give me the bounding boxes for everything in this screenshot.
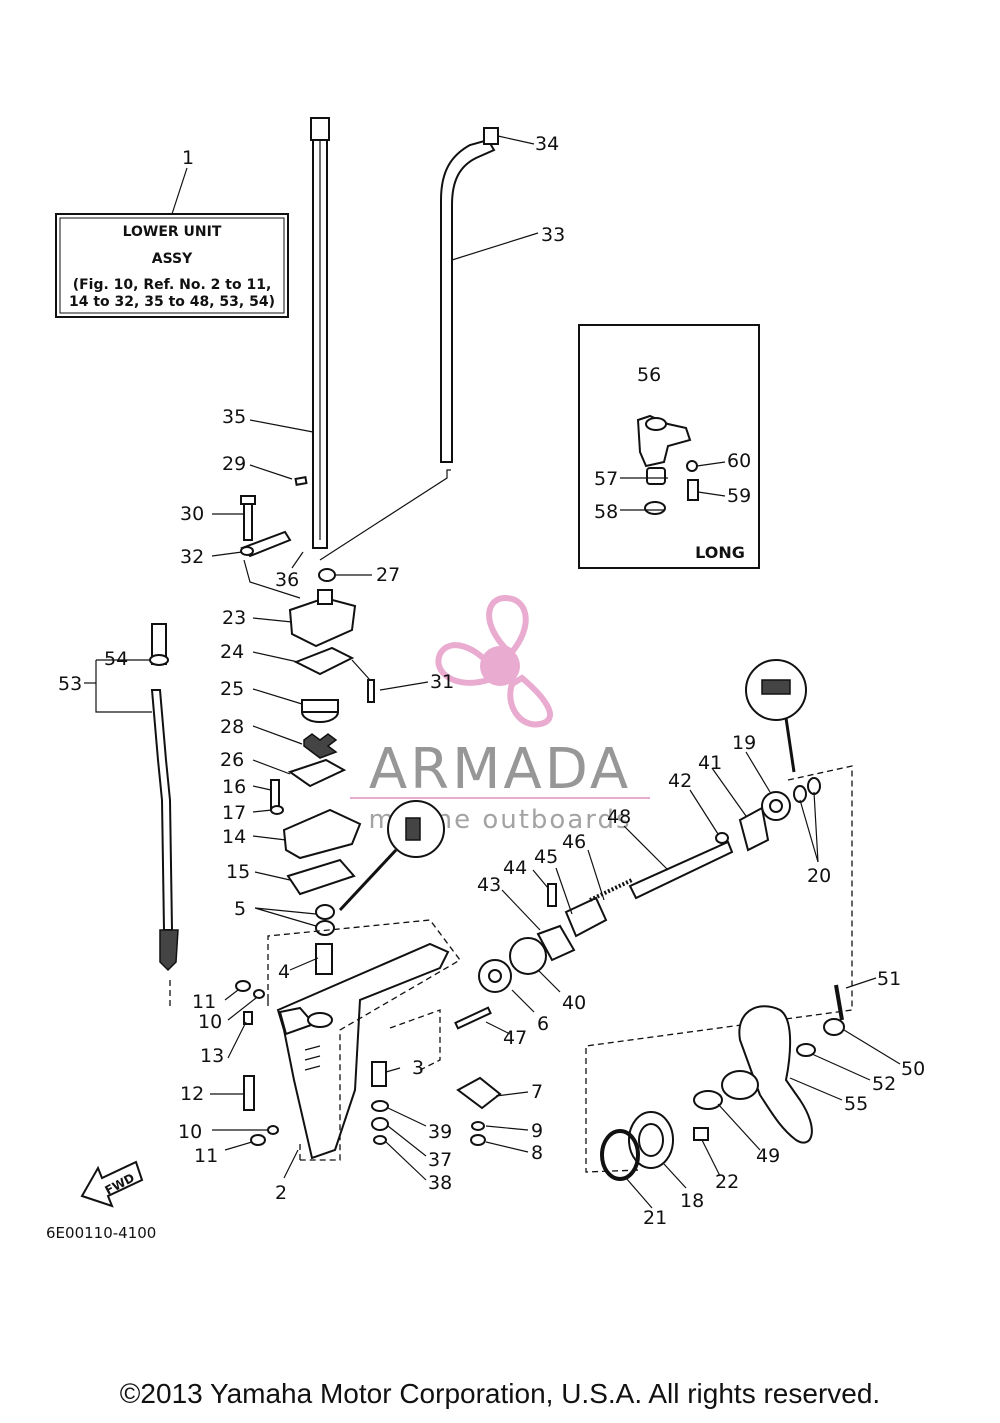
long-version-inset: LONG: [578, 324, 760, 569]
part-label-3: 3: [412, 1057, 424, 1079]
part-label-38: 38: [428, 1172, 452, 1194]
seal-detail-circle: [338, 800, 445, 912]
part-label-53: 53: [58, 673, 82, 695]
part-label-47: 47: [503, 1027, 527, 1049]
propeller-group: [600, 984, 845, 1181]
part-label-19: 19: [732, 732, 756, 754]
part-label-49: 49: [756, 1145, 780, 1167]
fwd-arrow-icon: FWD: [80, 1160, 144, 1208]
armada-watermark: ARMADA marine outboards: [350, 594, 650, 835]
part-label-52: 52: [872, 1073, 896, 1095]
part-label-60: 60: [727, 450, 751, 472]
water-pump-stack: [240, 476, 375, 975]
part-label-39: 39: [428, 1121, 452, 1143]
propeller-logo-icon: [435, 594, 553, 728]
part-label-23: 23: [222, 607, 246, 629]
part-label-7: 7: [531, 1081, 543, 1103]
part-label-36: 36: [275, 569, 299, 591]
lower-unit-assy-callout: LOWER UNIT ASSY (Fig. 10, Ref. No. 2 to …: [55, 147, 289, 318]
part-label-13: 13: [200, 1045, 224, 1067]
part-label-12: 12: [180, 1083, 204, 1105]
part-label-45: 45: [534, 846, 558, 868]
part-label-54: 54: [104, 648, 128, 670]
part-label-26: 26: [220, 749, 244, 771]
part-label-40: 40: [562, 992, 586, 1014]
part-label-50: 50: [901, 1058, 925, 1080]
part-label-42: 42: [668, 770, 692, 792]
part-label-56: 56: [637, 364, 661, 386]
part-label-1: 1: [182, 147, 194, 169]
lower-case-housing: [267, 919, 461, 1161]
watermark-brand: ARMADA: [369, 737, 631, 802]
part-label-11-lower: 11: [194, 1145, 218, 1167]
part-label-10-lower: 10: [178, 1121, 202, 1143]
part-label-24: 24: [220, 641, 244, 663]
part-label-27: 27: [376, 564, 400, 586]
part-label-41: 41: [698, 752, 722, 774]
part-label-29: 29: [222, 453, 246, 475]
part-label-16: 16: [222, 776, 246, 798]
part-label-51: 51: [877, 968, 901, 990]
callout-title-1: LOWER UNIT: [123, 224, 222, 240]
part-label-9: 9: [531, 1120, 543, 1142]
part-label-4: 4: [278, 961, 290, 983]
part-label-55: 55: [844, 1093, 868, 1115]
part-label-21: 21: [643, 1207, 667, 1229]
part-number-labels: 34 33 35 29 30 32 36 27 23 24 31 25 28 2…: [58, 133, 925, 1229]
part-label-5: 5: [234, 898, 246, 920]
diagram-code: 6E00110-4100: [46, 1224, 156, 1242]
part-label-43: 43: [477, 874, 501, 896]
callout-note-1: (Fig. 10, Ref. No. 2 to 11,: [73, 277, 272, 293]
leader-lines: [210, 135, 901, 1209]
water-tube: [84, 623, 179, 1006]
part-label-10-upper: 10: [198, 1011, 222, 1033]
callout-title-2: ASSY: [152, 251, 193, 267]
part-label-31: 31: [430, 671, 454, 693]
part-label-32: 32: [180, 546, 204, 568]
part-label-6: 6: [537, 1013, 549, 1035]
part-label-44: 44: [503, 857, 527, 879]
part-label-25: 25: [220, 678, 244, 700]
part-label-37: 37: [428, 1149, 452, 1171]
part-label-8: 8: [531, 1142, 543, 1164]
part-label-17: 17: [222, 802, 246, 824]
propeller-shaft-assembly: [454, 659, 853, 1173]
part-label-57: 57: [594, 468, 618, 490]
part-label-59: 59: [727, 485, 751, 507]
part-label-22: 22: [715, 1171, 739, 1193]
part-label-18: 18: [680, 1190, 704, 1212]
callout-note-2: 14 to 32, 35 to 48, 53, 54): [69, 294, 275, 310]
part-label-48: 48: [607, 806, 631, 828]
part-label-35: 35: [222, 406, 246, 428]
part-label-28: 28: [220, 716, 244, 738]
copyright-notice: ©2013 Yamaha Motor Corporation, U.S.A. A…: [119, 1378, 881, 1409]
housing-hardware: [235, 980, 502, 1146]
part-label-20: 20: [807, 865, 831, 887]
shift-rod: [319, 127, 499, 561]
drive-shaft: [310, 117, 330, 549]
part-label-34: 34: [535, 133, 559, 155]
part-label-11-upper: 11: [192, 991, 216, 1013]
part-label-30: 30: [180, 503, 204, 525]
part-label-2: 2: [275, 1182, 287, 1204]
part-label-33: 33: [541, 224, 565, 246]
inset-label: LONG: [695, 543, 745, 562]
part-label-15: 15: [226, 861, 250, 883]
part-label-14: 14: [222, 826, 246, 848]
part-label-46: 46: [562, 831, 586, 853]
part-label-58: 58: [594, 501, 618, 523]
